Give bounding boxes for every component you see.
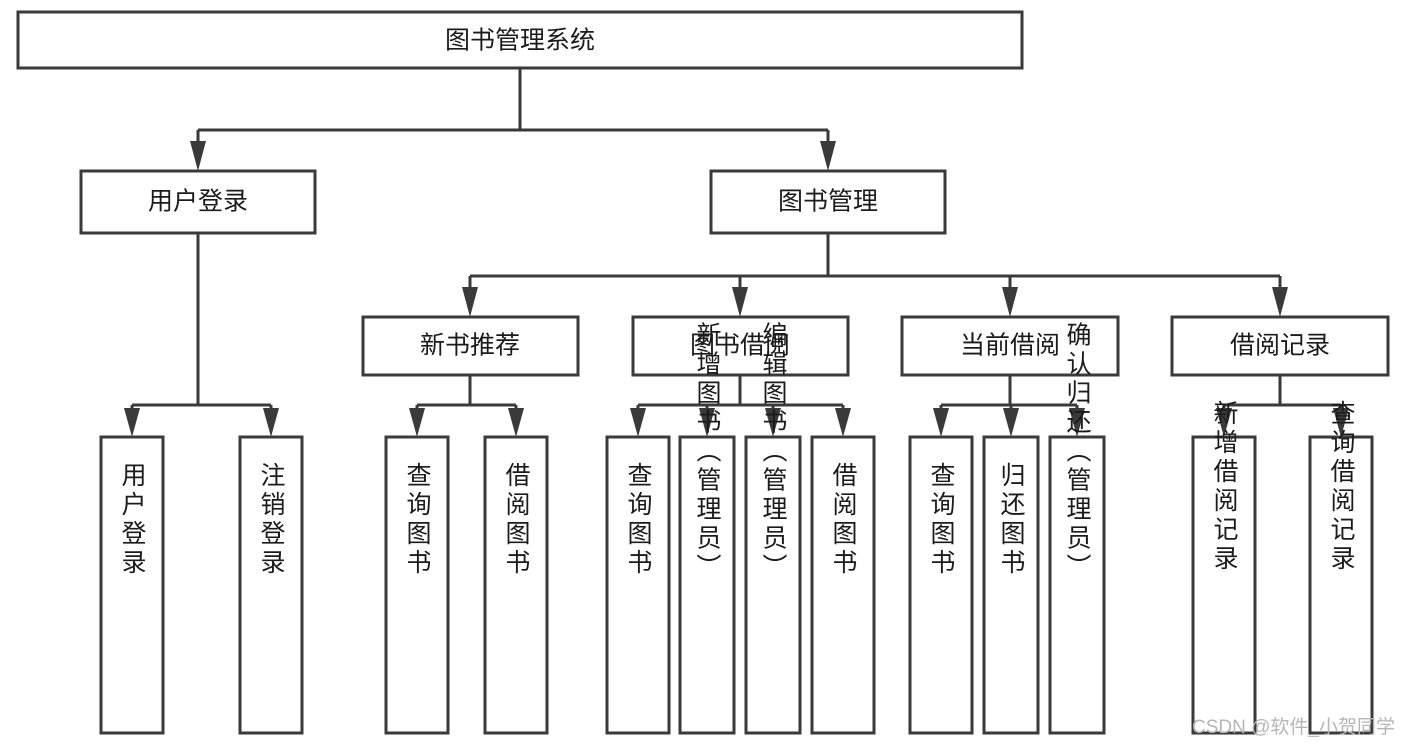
- connector-layer: [124, 68, 1349, 437]
- node-current-borrow[interactable]: 当前借阅: [900, 315, 1120, 377]
- node-leaf-borrow-book-2-label: 借阅图书: [829, 462, 858, 578]
- node-book-manage[interactable]: 图书管理: [709, 169, 947, 235]
- node-leaf-query-book-3-box[interactable]: [908, 435, 974, 735]
- node-leaf-user-login-box[interactable]: [99, 435, 165, 735]
- arrow-root-to-user-login: [190, 141, 206, 171]
- node-leaf-query-book-3-label: 查询图书: [927, 462, 956, 578]
- node-leaf-logout-label: 注销登录: [257, 462, 286, 578]
- node-borrow-record-box[interactable]: [1170, 315, 1390, 377]
- node-leaf-query-book-2-label: 查询图书: [624, 462, 653, 578]
- node-book-borrow-label: 图书借阅: [690, 332, 790, 360]
- node-book-borrow[interactable]: 图书借阅: [631, 315, 850, 377]
- node-current-borrow-label: 当前借阅: [960, 332, 1060, 360]
- node-root[interactable]: 图书管理系统: [16, 10, 1024, 70]
- arrow-bookborrow-to-leaf4: [835, 408, 851, 437]
- node-new-book-rec-box[interactable]: [361, 315, 580, 377]
- node-leaf-query-book-1-label: 查询图书: [403, 462, 432, 578]
- arrow-root-to-book-manage: [820, 141, 836, 171]
- node-current-borrow-box[interactable]: [900, 315, 1120, 377]
- node-leaf-add-book[interactable]: 新增图书（管理员）: [678, 322, 736, 735]
- node-user-login[interactable]: 用户登录: [79, 169, 317, 235]
- node-leaf-query-record-box[interactable]: [1308, 435, 1374, 735]
- node-leaf-edit-book-box[interactable]: [744, 435, 802, 735]
- arrow-bookborrow-to-leaf1: [630, 408, 646, 437]
- arrow-bookmanage-to-borrowrecord: [1272, 287, 1288, 317]
- node-leaf-logout[interactable]: 注销登录: [238, 435, 304, 735]
- node-leaf-return-book[interactable]: 归还图书: [982, 435, 1040, 735]
- arrow-bookmanage-to-bookborrow: [732, 287, 748, 317]
- node-leaf-user-login[interactable]: 用户登录: [99, 435, 165, 735]
- node-leaf-query-record-label: 查询借阅记录: [1327, 400, 1356, 574]
- node-user-login-label: 用户登录: [148, 188, 248, 216]
- node-leaf-return-book-label: 归还图书: [997, 462, 1026, 578]
- node-leaf-logout-box[interactable]: [238, 435, 304, 735]
- node-leaf-user-login-label: 用户登录: [118, 462, 147, 578]
- node-root-label: 图书管理系统: [445, 27, 595, 55]
- node-leaf-confirm-return-label: 确认归还（管理员）: [1063, 322, 1092, 583]
- node-leaf-return-book-box[interactable]: [982, 435, 1040, 735]
- arrow-bookmanage-to-newbook: [462, 287, 478, 317]
- node-leaf-confirm-return-box[interactable]: [1048, 435, 1106, 735]
- node-leaf-add-record-label: 新增借阅记录: [1210, 400, 1239, 574]
- node-leaf-confirm-return[interactable]: 确认归还（管理员）: [1048, 322, 1106, 735]
- node-leaf-query-book-2[interactable]: 查询图书: [605, 435, 671, 735]
- node-leaf-borrow-book-2-box[interactable]: [810, 435, 876, 735]
- arrow-currentborrow-to-leaf3: [1069, 408, 1085, 437]
- node-leaf-query-book-1-box[interactable]: [384, 435, 450, 735]
- node-leaf-query-book-2-box[interactable]: [605, 435, 671, 735]
- node-borrow-record[interactable]: 借阅记录: [1170, 315, 1390, 377]
- arrow-currentborrow-to-leaf1: [933, 408, 949, 437]
- node-user-login-box[interactable]: [79, 169, 317, 235]
- node-root-box[interactable]: [16, 10, 1024, 70]
- arrow-userlogin-to-leaf2: [263, 408, 279, 437]
- node-leaf-borrow-book-1-box[interactable]: [483, 435, 549, 735]
- arrow-borrowrecord-to-leaf1: [1216, 408, 1232, 437]
- node-borrow-record-label: 借阅记录: [1230, 332, 1330, 360]
- node-leaf-borrow-book-1[interactable]: 借阅图书: [483, 435, 549, 735]
- arrow-bookborrow-to-leaf2: [699, 408, 715, 437]
- arrow-newbook-to-leaf1: [409, 408, 425, 437]
- arrow-bookborrow-to-leaf3: [765, 408, 781, 437]
- arrow-newbook-to-leaf2: [508, 408, 524, 437]
- node-leaf-query-book-1[interactable]: 查询图书: [384, 435, 450, 735]
- node-leaf-add-book-label: 新增图书（管理员）: [693, 322, 722, 583]
- node-leaf-add-book-box[interactable]: [678, 435, 736, 735]
- node-leaf-borrow-book-1-label: 借阅图书: [502, 462, 531, 578]
- arrow-userlogin-to-leaf1: [124, 408, 140, 437]
- node-new-book-rec[interactable]: 新书推荐: [361, 315, 580, 377]
- arrow-borrowrecord-to-leaf2: [1333, 408, 1349, 437]
- node-book-manage-box[interactable]: [709, 169, 947, 235]
- node-leaf-edit-book-label: 编辑图书（管理员）: [759, 322, 788, 583]
- node-leaf-query-book-3[interactable]: 查询图书: [908, 435, 974, 735]
- node-book-borrow-box[interactable]: [631, 315, 850, 377]
- arrow-bookmanage-to-currentborrow: [1002, 287, 1018, 317]
- node-new-book-rec-label: 新书推荐: [420, 332, 520, 360]
- node-leaf-add-record-box[interactable]: [1191, 435, 1257, 735]
- node-leaf-borrow-book-2[interactable]: 借阅图书: [810, 435, 876, 735]
- arrow-currentborrow-to-leaf2: [1003, 408, 1019, 437]
- node-leaf-query-record[interactable]: 查询借阅记录: [1308, 400, 1374, 735]
- node-leaf-edit-book[interactable]: 编辑图书（管理员）: [744, 322, 802, 735]
- node-book-manage-label: 图书管理: [778, 188, 878, 216]
- node-leaf-add-record[interactable]: 新增借阅记录: [1191, 400, 1257, 735]
